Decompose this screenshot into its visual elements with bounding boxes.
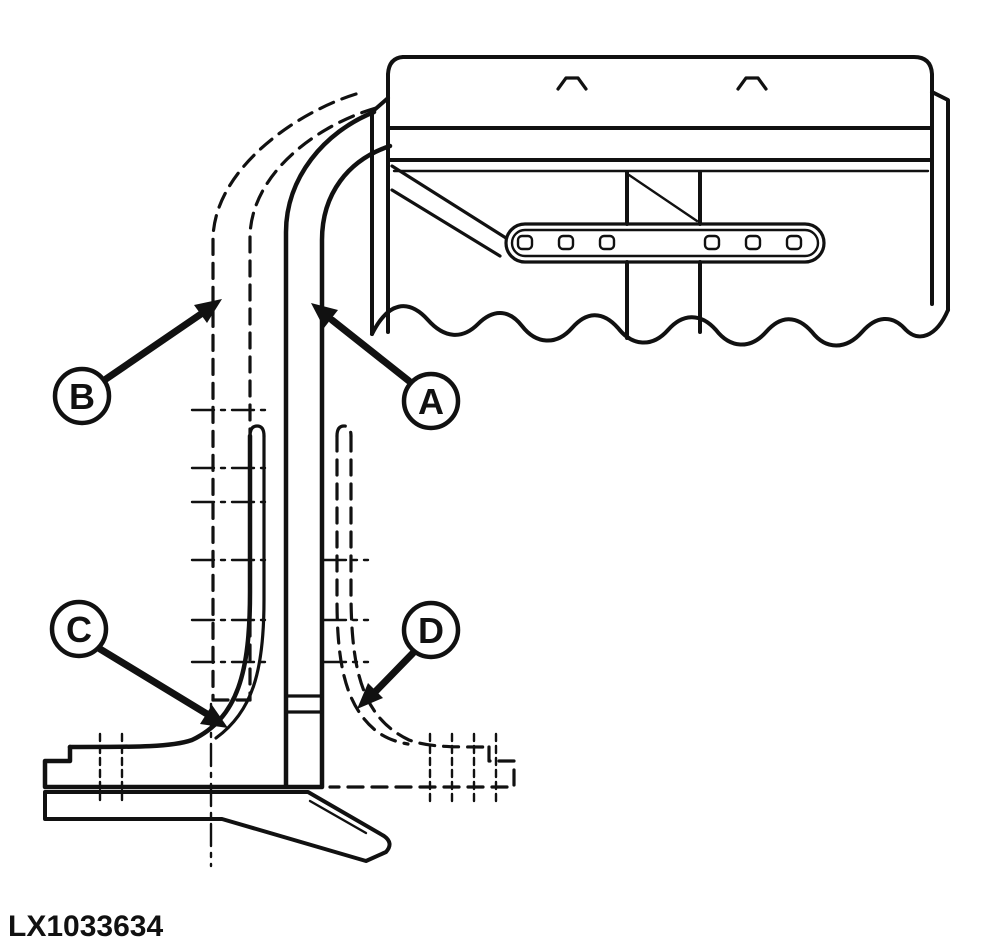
bracket-solid-position-a (42, 109, 393, 802)
adjustment-hole (785, 234, 803, 251)
adjustment-hole (744, 234, 762, 251)
locator-tab-left (556, 76, 588, 91)
toolbar-top-bar (401, 55, 934, 94)
strap-right-edge (319, 143, 393, 789)
bracket-dashed-position-b (211, 92, 516, 806)
break-line-wavy-edge (370, 304, 950, 348)
diagonal-brace-upper (390, 164, 508, 240)
adjustment-hole (516, 234, 534, 251)
strap-left-edge-alt (211, 92, 358, 702)
adjustment-plate-inner (510, 228, 820, 258)
adjustment-holes (516, 234, 803, 251)
callout-d-circle (401, 600, 461, 660)
locator-tab-right (736, 76, 768, 91)
foot-upright-cap-alt (335, 424, 353, 438)
skid-strip-outline (43, 790, 392, 863)
callout-a-arrow-shaft (328, 316, 413, 385)
toolbar-top-bar-left-corner (386, 55, 405, 130)
strap-right-edge-alt (248, 106, 378, 702)
figure-code: LX1033634 (8, 910, 163, 943)
callout-c-arrow-shaft (96, 645, 211, 718)
callout-a-arrow-head (311, 303, 338, 328)
centerlines (190, 408, 370, 868)
callout-b-circle (52, 366, 112, 426)
callout-d-label: D (418, 610, 444, 651)
adjustment-hole (598, 234, 616, 251)
callout-c-label: C (66, 609, 92, 650)
adjustment-hole (557, 234, 575, 251)
callout-d: D (357, 600, 461, 709)
foot-inner-fillet-alt (335, 434, 410, 746)
callout-b-arrow-shaft (102, 310, 205, 383)
callout-c: C (49, 599, 228, 728)
callout-b-arrow-head (194, 299, 222, 323)
skid-strip (43, 790, 392, 863)
skid-strip-bend-line (308, 799, 368, 835)
callout-b-label: B (69, 376, 95, 417)
callout-a-circle (401, 371, 461, 431)
adjustment-plate (504, 222, 826, 264)
callout-c-circle (49, 599, 109, 659)
center-post-diagonal (627, 173, 699, 223)
strap-left-edge (283, 109, 377, 789)
callout-d-arrow-shaft (372, 649, 417, 695)
adjustment-hole (703, 234, 721, 251)
foot-outer-fillet (67, 433, 253, 750)
foot-outer-fillet-alt (349, 434, 491, 749)
adjustment-plate-outer (504, 222, 826, 264)
callout-b: B (52, 299, 222, 426)
foot-inner-fillet (214, 434, 266, 740)
toolbar-left-edge-outer (370, 96, 390, 336)
callout-c-arrow-head (200, 705, 228, 728)
foot-tip-and-flange (42, 744, 325, 790)
callout-a-label: A (418, 381, 444, 422)
toolbar-assembly (370, 55, 950, 348)
callout-d-arrow-head (357, 683, 383, 709)
toolbar-right-edge-outer (930, 90, 950, 312)
foot-upright-cap (248, 424, 266, 438)
diagonal-brace-lower (390, 188, 502, 258)
callout-a: A (311, 303, 461, 431)
foot-tip-and-flange-alt (328, 745, 516, 789)
